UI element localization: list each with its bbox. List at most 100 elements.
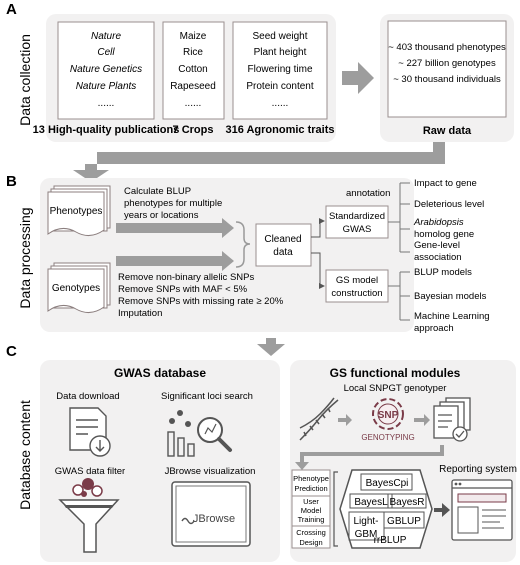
gwas-feature-label: Significant loci search <box>161 391 253 402</box>
gs-output: approach <box>414 323 454 334</box>
genotypes-label: Genotypes <box>52 283 100 294</box>
journal-item: Cell <box>97 47 115 58</box>
journal-item: Nature <box>91 31 121 42</box>
gs-box-label: GS model <box>336 275 378 286</box>
connector-to-gwas <box>311 218 325 238</box>
section-c-side-label: Database content <box>17 400 33 510</box>
gwas-feature-label: JBrowse visualization <box>165 466 256 477</box>
annotation-label: annotation <box>346 188 390 199</box>
journals-caption: 13 High-quality publications <box>33 124 180 136</box>
arrow-to-processing <box>73 142 445 182</box>
arrow-genotypes <box>116 251 234 271</box>
module-bracket <box>333 471 338 547</box>
jbrowse-window-icon <box>171 481 251 547</box>
trait-item: Seed weight <box>252 31 307 42</box>
gwas-feature-label: Data download <box>56 391 119 402</box>
module-label: User <box>303 497 319 506</box>
model-label: Light- <box>353 516 378 527</box>
blup-text-line: Calculate BLUP <box>124 186 191 197</box>
genotyping-logo-text: GENOTYPING <box>361 433 414 442</box>
raw-data-item: ~ 403 thousand phenotypes <box>388 42 506 53</box>
snp-filter-line: Remove SNPs with missing rate ≥ 20% <box>118 296 284 307</box>
gwas-box-label: Standardized <box>329 211 385 222</box>
module-label: Phenotype <box>293 474 329 483</box>
arrow-dna-to-genotyping <box>338 414 352 426</box>
genotypes-doc-icon <box>47 262 111 313</box>
genotype-files-icon <box>433 397 471 442</box>
arrow-to-output-docs <box>414 414 430 426</box>
raw-data-caption: Raw data <box>423 125 472 137</box>
model-label: BayesL <box>354 497 388 508</box>
cleaned-data-box <box>255 223 312 267</box>
model-label: GBLUP <box>387 516 421 527</box>
genotyper-label: Local SNPGT genotyper <box>344 383 447 394</box>
download-icon <box>69 407 111 457</box>
gwas-output: homolog gene <box>414 229 474 240</box>
arrow-to-report <box>434 503 450 517</box>
phenotypes-label: Phenotypes <box>50 206 103 217</box>
crop-item: ...... <box>185 98 202 109</box>
snp-logo-text: SNP <box>378 410 399 421</box>
data-processing-panel <box>40 178 414 332</box>
snp-filter-line: Remove SNPs with MAF < 5% <box>118 284 248 295</box>
model-label: GBM <box>355 529 378 540</box>
snp-genotyping-logo <box>372 398 404 430</box>
section-b-side-label: Data processing <box>17 207 33 308</box>
module-label: Training <box>298 515 325 524</box>
gs-output: BLUP models <box>414 267 472 278</box>
loci-search-icon <box>167 410 232 457</box>
model-label: BayesCpi <box>366 478 409 489</box>
journal-item: ...... <box>98 98 115 109</box>
crops-box <box>162 21 225 120</box>
crop-item: Rice <box>183 47 203 58</box>
section-a-letter: A <box>6 1 17 18</box>
trait-item: Flowering time <box>247 64 312 75</box>
cleaned-data-label: data <box>273 247 293 258</box>
model-label: rrBLUP <box>374 535 407 546</box>
dna-icon <box>299 397 339 441</box>
gwas-output: association <box>414 252 462 263</box>
raw-data-item: ~ 30 thousand individuals <box>393 74 501 85</box>
reporting-system-label: Reporting system <box>439 464 517 475</box>
blup-text-line: phenotypes for multiple <box>124 198 222 209</box>
cleaned-data-label: Cleaned <box>264 234 301 245</box>
gs-modules-title: GS functional modules <box>330 366 461 380</box>
journals-box <box>57 21 155 120</box>
module-label: Design <box>299 538 322 547</box>
trait-item: ...... <box>272 98 289 109</box>
gwas-output: Impact to gene <box>414 178 477 189</box>
filter-funnel-icon <box>58 478 120 553</box>
module-label: Prediction <box>294 484 327 493</box>
gwas-database-title: GWAS database <box>114 366 206 380</box>
arrow-to-raw-data <box>342 62 374 94</box>
jbrowse-logo-text: JBrowse <box>193 513 235 525</box>
gwas-box-label: GWAS <box>343 224 372 235</box>
crop-item: Rapeseed <box>170 81 216 92</box>
report-window-icon <box>451 479 513 541</box>
traits-box <box>232 21 328 120</box>
gs-model-box <box>325 269 389 303</box>
gwas-feature-label: GWAS data filter <box>55 466 125 477</box>
module-list-box <box>291 469 331 549</box>
gwas-output: Gene-level <box>414 240 460 251</box>
phenotypes-doc-icon <box>47 185 111 236</box>
arrow-to-database <box>257 338 285 356</box>
crop-item: Cotton <box>178 64 207 75</box>
model-label: BayesR <box>389 497 424 508</box>
blup-text-line: years or locations <box>124 210 199 221</box>
module-label: Crossing <box>296 528 326 537</box>
section-c-letter: C <box>6 343 17 360</box>
connector-to-gs <box>311 252 325 289</box>
gs-output-tree <box>388 271 410 321</box>
crops-caption: 7 Crops <box>173 124 214 136</box>
model-hexagon <box>339 469 433 549</box>
merge-bracket <box>235 221 251 268</box>
gs-output: Bayesian models <box>414 291 487 302</box>
snp-filter-line: Remove non-binary allelic SNPs <box>118 272 254 283</box>
section-a-side-label: Data collection <box>17 34 33 126</box>
standardized-gwas-box <box>325 205 389 239</box>
journal-item: Nature Genetics <box>70 64 142 75</box>
gwas-output: Deleterious level <box>414 199 484 210</box>
arrow-phenotypes <box>116 218 234 238</box>
